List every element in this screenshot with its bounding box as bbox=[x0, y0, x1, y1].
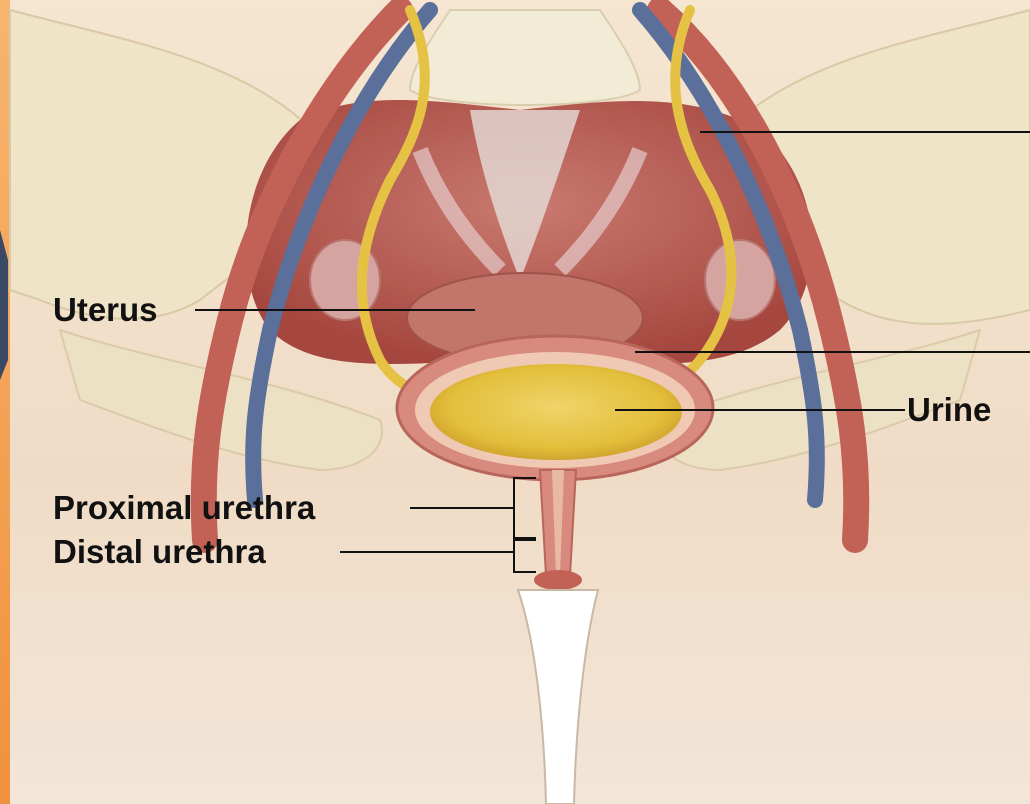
distal-urethra-label: Distal urethra bbox=[53, 535, 266, 569]
uterus-label: Uterus bbox=[53, 293, 158, 327]
urine-fill bbox=[430, 364, 682, 460]
left-side-strip bbox=[0, 0, 10, 804]
sacrum bbox=[410, 10, 640, 105]
urethral-opening bbox=[534, 570, 582, 590]
proximal-urethra-label: Proximal urethra bbox=[53, 491, 315, 525]
right-ovary bbox=[705, 240, 775, 320]
urine-label: Urine bbox=[907, 393, 991, 427]
